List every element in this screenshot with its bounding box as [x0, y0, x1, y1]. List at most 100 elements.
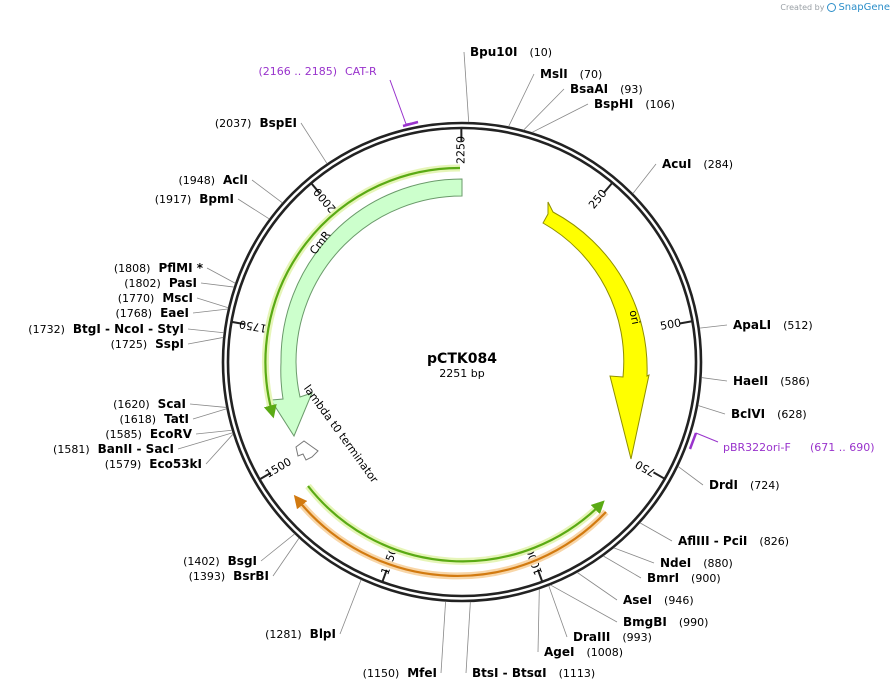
site-label[interactable]: (946)AseI: [623, 593, 694, 607]
site-label[interactable]: (1281)BlpI: [265, 627, 336, 641]
site-label[interactable]: (1732) BtgI - NcoI - StyI: [28, 322, 184, 336]
site-label[interactable]: (586)HaeII: [733, 374, 810, 388]
site-label[interactable]: (1620)ScaI: [113, 397, 186, 411]
primer-cat-r[interactable]: (2166 .. 2185) CAT-R: [258, 65, 419, 128]
site-leader-line: [508, 73, 535, 127]
primer-cat-r-range: (2166 .. 2185): [258, 65, 337, 78]
site-position: (70): [580, 68, 603, 81]
plasmid-name: pCTK084: [427, 351, 497, 367]
site-leader-line: [189, 403, 227, 408]
site-leader-line: [465, 601, 471, 674]
site-label[interactable]: (1802) PasI: [124, 276, 197, 290]
site-position: (10): [529, 46, 552, 59]
site-position: (1008): [586, 646, 623, 659]
site-label[interactable]: (1768)EaeI: [116, 306, 189, 320]
site-label[interactable]: (1808) PflMI *: [114, 261, 204, 275]
site-position: (724): [750, 479, 780, 492]
site-name: MfeI: [407, 666, 437, 680]
feature-lambda-t0-terminator[interactable]: [295, 440, 319, 461]
tick-mark: [536, 569, 543, 582]
site-leader-line: [603, 555, 642, 579]
site-position: (1802): [124, 277, 161, 290]
site-leader-line: [205, 433, 234, 465]
site-position: (946): [664, 594, 694, 607]
site-label[interactable]: (1948)AclI: [178, 173, 248, 187]
site-leader-line: [632, 163, 657, 194]
site-leader-line: [677, 466, 704, 486]
site-name: PasI: [169, 276, 197, 290]
site-label[interactable]: (93)BsaAI: [570, 82, 643, 96]
site-position: (1732): [28, 323, 65, 336]
site-label[interactable]: (1581)BanII - SacI: [53, 442, 174, 456]
site-label[interactable]: (1618)TatI: [119, 412, 189, 426]
primer-pbr322ori-f-range: (671 .. 690): [810, 441, 875, 454]
tick-mark: [232, 321, 245, 326]
site-label[interactable]: (512)ApaLI: [733, 318, 813, 332]
site-leader-line: [613, 547, 655, 564]
site-name: ScaI: [158, 397, 186, 411]
site-name: Eco53kI: [149, 457, 202, 471]
orf-cmr[interactable]: [262, 164, 461, 419]
orf-middle[interactable]: [305, 483, 605, 565]
site-label[interactable]: (1917)BpmI: [155, 192, 234, 206]
site-label[interactable]: (1402)BsgI: [183, 554, 257, 568]
feature-ori[interactable]: [542, 201, 650, 460]
site-position: (284): [703, 158, 733, 171]
snapgene-logo-icon: [827, 3, 837, 12]
site-label[interactable]: (284)AcuI: [662, 157, 733, 171]
site-label[interactable]: (10)Bpu10I: [470, 45, 552, 59]
site-name: BsaAI: [570, 82, 608, 96]
site-position: (512): [783, 319, 813, 332]
site-name: BspEI: [259, 116, 297, 130]
primer-pbr322ori-f[interactable]: pBR322ori-F (671 .. 690): [688, 432, 875, 454]
site-label[interactable]: (1725) SspI: [111, 337, 184, 351]
attribution-prefix: Created by: [780, 3, 825, 12]
site-leader-line: [177, 432, 233, 450]
site-name: SspI: [155, 337, 184, 351]
site-position: (628): [777, 408, 807, 421]
site-position: (1618): [119, 413, 156, 426]
site-label[interactable]: (628)BclVI: [731, 407, 807, 421]
site-position: (106): [645, 98, 675, 111]
site-label[interactable]: (106)BspHI: [594, 97, 675, 111]
site-name: DrdI: [709, 478, 738, 492]
site-name: BsrBI: [233, 569, 269, 583]
site-name: NdeI: [660, 556, 691, 570]
site-label[interactable]: (1770)MscI: [118, 291, 193, 305]
backbone: [221, 121, 703, 603]
site-label[interactable]: (1113)BtsI - BtsαI: [472, 666, 595, 680]
site-label[interactable]: (1585)EcoRV: [105, 427, 192, 441]
site-position: (1725): [111, 338, 148, 351]
site-label[interactable]: (70)MslI: [540, 67, 602, 81]
tick-mark: [679, 320, 692, 325]
site-leader-line: [697, 405, 726, 415]
site-label[interactable]: (724) DrdI: [709, 478, 780, 492]
site-label[interactable]: (1150)MfeI: [363, 666, 437, 680]
site-label[interactable]: (880)NdeI: [660, 556, 733, 570]
feature-ori-label: ori: [627, 309, 643, 326]
feature-lambda-label: lambda t0 terminator: [301, 382, 381, 485]
orf-outer[interactable]: [293, 494, 609, 580]
site-position: (586): [780, 375, 810, 388]
site-leader-line: [192, 308, 228, 314]
site-label[interactable]: (900)BmrI: [647, 571, 721, 585]
site-position: (990): [679, 616, 709, 629]
site-name: PflMI *: [158, 261, 203, 275]
site-name: BtgI - NcoI - StyI: [73, 322, 184, 336]
site-label[interactable]: (1008)AgeI: [544, 645, 623, 659]
site-leader-line: [548, 585, 568, 638]
site-label[interactable]: (1579) Eco53kI: [105, 457, 202, 471]
site-label[interactable]: (1393)BsrBI: [189, 569, 269, 583]
site-label[interactable]: (826)AflIII - PciI: [678, 534, 789, 548]
site-label[interactable]: (993)DraIII: [573, 630, 652, 644]
feature-cmr[interactable]: [270, 178, 463, 438]
site-position: (1581): [53, 443, 90, 456]
tick-label: 500: [659, 316, 682, 332]
site-position: (1585): [105, 428, 142, 441]
tick-label: 2250: [454, 136, 467, 164]
site-position: (1808): [114, 262, 151, 275]
tick-mark: [381, 569, 388, 582]
site-position: (1579): [105, 458, 142, 471]
site-label[interactable]: (2037)BspEI: [215, 116, 297, 130]
site-label[interactable]: (990)BmgBI: [623, 615, 708, 629]
